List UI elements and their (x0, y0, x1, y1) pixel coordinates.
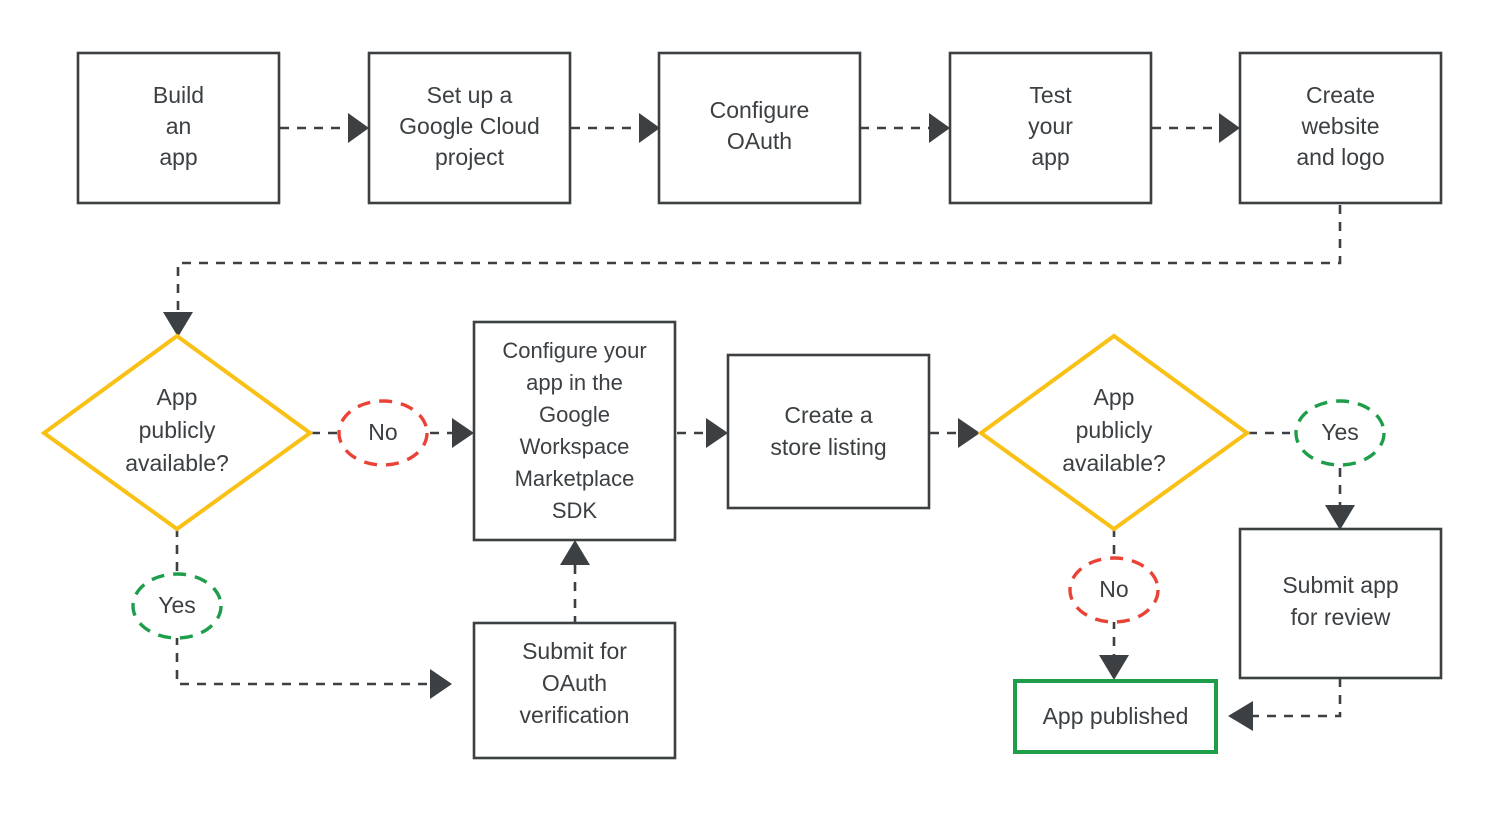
node-label-line: App (1094, 384, 1135, 410)
node-label-line: for review (1291, 604, 1391, 630)
node-label-line: store listing (770, 434, 886, 460)
edge-label-text: Yes (158, 592, 196, 618)
edge-test-to-website (1152, 113, 1240, 143)
node-label-line: Set up a (427, 82, 513, 108)
node-label-line: available? (125, 450, 229, 476)
node-build-an-app[interactable]: Build an app (76, 51, 281, 205)
edge-decision2-no-to-published (1099, 528, 1129, 680)
node-label-line: Google (539, 402, 610, 427)
node-label-line: an (166, 113, 192, 139)
edge-build-to-setup (280, 113, 369, 143)
edge-decision1-no-to-sdk (311, 418, 474, 448)
node-label-line: available? (1062, 450, 1166, 476)
node-label-line: Workspace (520, 434, 630, 459)
node-label-line: website (1301, 113, 1380, 139)
edge-label-no-2: No (1068, 556, 1160, 624)
node-label-line: Marketplace (515, 466, 635, 491)
edge-label-yes-1: Yes (131, 572, 223, 640)
edge-label-text: Yes (1321, 419, 1359, 445)
edge-sdk-to-store-listing (677, 418, 728, 448)
node-label-line: Submit app (1282, 572, 1398, 598)
edge-review-to-published (1228, 678, 1342, 731)
node-label-line: Configure (710, 97, 810, 123)
node-label-line: Create a (784, 402, 872, 428)
edge-website-to-decision1 (163, 205, 1342, 337)
node-test-your-app[interactable]: Test your app (948, 51, 1153, 205)
node-label-line: app (1031, 144, 1069, 170)
node-label-line: Test (1029, 82, 1072, 108)
node-label-line: Google Cloud (399, 113, 540, 139)
node-submit-for-oauth-verification[interactable]: Submit for OAuth verification (472, 621, 677, 760)
node-decision-app-publicly-available-2[interactable]: App publicly available? (977, 333, 1251, 532)
node-label-line: publicly (1076, 417, 1153, 443)
edge-submit-oauth-to-sdk (560, 540, 590, 625)
node-configure-app-in-marketplace-sdk[interactable]: Configure your app in the Google Workspa… (472, 320, 677, 542)
node-submit-app-for-review[interactable]: Submit app for review (1238, 527, 1443, 680)
node-decision-app-publicly-available-1[interactable]: App publicly available? (40, 333, 314, 532)
node-label-line: your (1028, 113, 1073, 139)
edge-decision1-yes-to-submit-oauth (175, 528, 452, 699)
node-configure-oauth[interactable]: Configure OAuth (657, 51, 862, 205)
edge-store-listing-to-decision2 (930, 418, 980, 448)
edge-label-yes-2: Yes (1294, 399, 1386, 467)
node-label-line: app in the (526, 370, 623, 395)
node-label-line: verification (520, 702, 630, 728)
edge-oauth-to-test (860, 113, 950, 143)
node-app-published[interactable]: App published (1013, 679, 1218, 754)
node-label-line: App published (1043, 703, 1189, 729)
node-label-line: Submit for (522, 638, 627, 664)
node-label-line: and logo (1296, 144, 1384, 170)
edge-setup-to-oauth (571, 113, 660, 143)
node-label-line: Configure your (502, 338, 646, 363)
edge-label-text: No (1099, 576, 1128, 602)
node-create-a-store-listing[interactable]: Create a store listing (726, 353, 931, 510)
node-label-line: OAuth (542, 670, 607, 696)
node-label-line: app (159, 144, 197, 170)
edge-decision2-yes-to-review (1248, 431, 1355, 530)
node-label-line: publicly (139, 417, 216, 443)
node-label-line: project (435, 144, 505, 170)
node-label-line: OAuth (727, 128, 792, 154)
node-create-website-and-logo[interactable]: Create website and logo (1238, 51, 1443, 205)
node-label-line: Build (153, 82, 204, 108)
edge-label-no-1: No (337, 399, 429, 467)
edge-label-text: No (368, 419, 397, 445)
node-label-line: Create (1306, 82, 1375, 108)
node-label-line: SDK (552, 498, 598, 523)
node-label-line: App (157, 384, 198, 410)
node-set-up-google-cloud-project[interactable]: Set up a Google Cloud project (367, 51, 572, 205)
